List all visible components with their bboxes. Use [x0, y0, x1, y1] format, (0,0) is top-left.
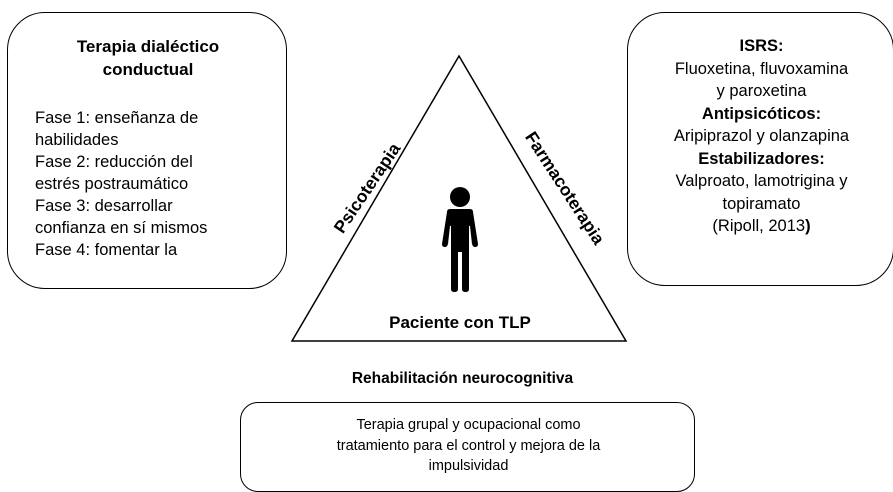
- left-body-line-2: habilidades: [35, 131, 119, 149]
- estabilizadores-heading: Estabilizadores:: [698, 149, 825, 168]
- antipsicoticos-heading: Antipsicóticos:: [701, 104, 822, 123]
- left-body-line-3: Fase 2: reducción del: [35, 153, 193, 171]
- left-box-body: Fase 1: enseñanza de habilidades Fase 2:…: [35, 107, 280, 261]
- isrs-line-1: Fluoxetina, fluvoxamina: [674, 59, 849, 78]
- left-body-line-4: estrés postraumático: [35, 175, 189, 193]
- psicoterapia-box: Terapia dialéctico conductual Fase 1: en…: [7, 12, 287, 289]
- left-body-line-6: confianza en sí mismos: [35, 219, 208, 237]
- person-icon: [442, 187, 478, 292]
- bottom-box-text: Terapia grupal y ocupacional como tratam…: [241, 415, 696, 477]
- antipsicoticos-line: Aripiprazol y olanzapina: [673, 127, 850, 145]
- left-body-line-1: Fase 1: enseñanza de: [35, 109, 199, 127]
- isrs-heading: ISRS:: [739, 37, 784, 55]
- patient-label: Paciente con TLP: [389, 313, 531, 332]
- left-box-title: Terapia dialéctico conductual: [8, 35, 288, 81]
- bottom-line-3: impulsividad: [428, 458, 509, 474]
- left-body-line-5: Fase 3: desarrollar: [35, 197, 173, 215]
- left-title-line-1: Terapia dialéctico: [76, 37, 220, 56]
- citation-close: ): [805, 217, 811, 235]
- triangle-outline: [290, 54, 628, 342]
- right-box-content: ISRS: Fluoxetina, fluvoxamina y paroxeti…: [628, 35, 893, 238]
- farmacoterapia-box: ISRS: Fluoxetina, fluvoxamina y paroxeti…: [627, 12, 893, 286]
- citation: (Ripoll, 2013): [628, 215, 893, 238]
- left-title-line-2: conductual: [102, 60, 194, 79]
- citation-text: (Ripoll, 2013: [712, 217, 806, 235]
- bottom-line-2: tratamiento para el control y mejora de …: [336, 437, 601, 454]
- estabilizadores-line-2: topiramato: [722, 194, 801, 213]
- rehabilitacion-box: Terapia grupal y ocupacional como tratam…: [240, 402, 695, 492]
- estabilizadores-line-1: Valproato, lamotrigina y: [675, 172, 848, 190]
- isrs-line-2: y paroxetina: [716, 82, 807, 100]
- bottom-line-1: Terapia grupal y ocupacional como: [356, 417, 581, 433]
- rehabilitacion-heading: Rehabilitación neurocognitiva: [351, 370, 574, 387]
- left-body-line-7: Fase 4: fomentar la: [35, 241, 178, 259]
